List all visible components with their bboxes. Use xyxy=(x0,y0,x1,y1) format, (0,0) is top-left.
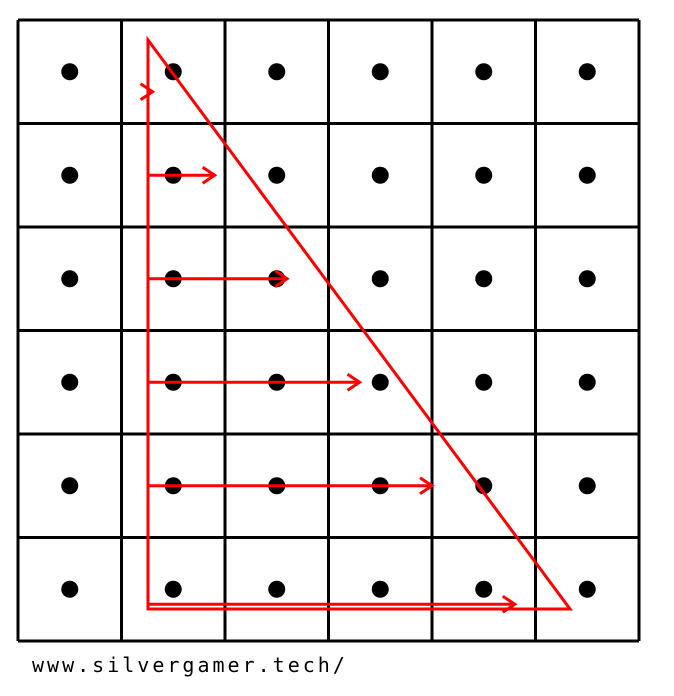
arrow-head xyxy=(274,269,290,288)
grid-dot xyxy=(268,580,286,598)
grid-dot xyxy=(371,373,389,391)
grid-dot xyxy=(578,477,596,495)
grid-dot xyxy=(475,477,493,495)
red-arrows xyxy=(139,82,518,614)
grid-dot xyxy=(578,63,596,81)
grid-dot xyxy=(475,580,493,598)
grid-dot xyxy=(268,63,286,81)
arrow-head xyxy=(419,476,435,495)
red-triangle-outline xyxy=(146,35,573,611)
grid-dot xyxy=(61,373,79,391)
grid-dot xyxy=(475,63,493,81)
grid-dot xyxy=(578,270,596,288)
grid-dot xyxy=(268,166,286,184)
arrow-head xyxy=(346,373,363,392)
grid-dot xyxy=(61,477,79,495)
arrow-head xyxy=(139,82,156,101)
grid-dot xyxy=(475,166,493,184)
arrow-row-2 xyxy=(148,166,218,185)
grid-dot xyxy=(371,270,389,288)
arrow-row-3 xyxy=(148,269,290,288)
grid-dot xyxy=(371,166,389,184)
grid-dot xyxy=(475,270,493,288)
arrow-row-4 xyxy=(148,373,363,392)
grid-dot xyxy=(371,580,389,598)
grid-dot xyxy=(371,63,389,81)
grid-dot xyxy=(578,373,596,391)
grid-dot xyxy=(61,166,79,184)
arrow-row-5 xyxy=(148,476,435,495)
grid-dot xyxy=(61,270,79,288)
grid-dot xyxy=(61,63,79,81)
grid-lines xyxy=(16,18,641,643)
grid-dot xyxy=(578,580,596,598)
grid-dot xyxy=(578,166,596,184)
grid-dot xyxy=(475,373,493,391)
watermark-url: www.silvergamer.tech/ xyxy=(32,653,348,677)
arrow-head xyxy=(201,166,218,185)
grid-dot xyxy=(164,580,182,598)
grid-dot xyxy=(61,580,79,598)
